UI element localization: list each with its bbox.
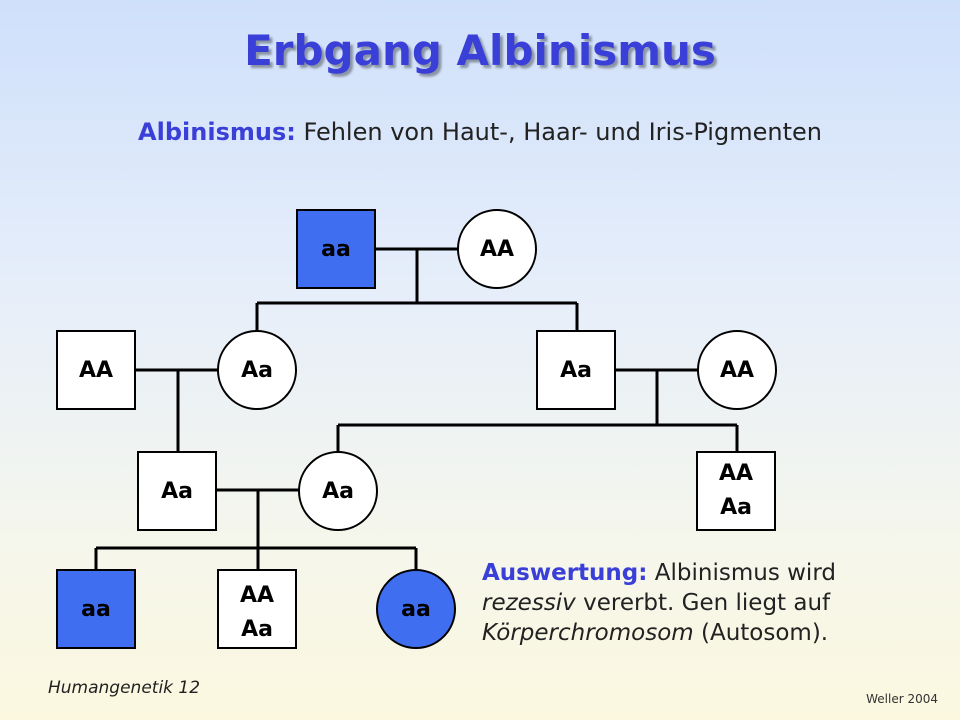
male-node xyxy=(137,451,217,531)
female-node xyxy=(298,451,378,531)
genotype-label: AA xyxy=(480,237,514,262)
evaluation-emphasis: Körperchromosom xyxy=(482,620,694,646)
genotype-label: Aa xyxy=(241,617,273,642)
genotype-label: Aa xyxy=(322,479,354,504)
genotype-label: AA xyxy=(719,461,753,486)
genotype-label: AA xyxy=(720,358,754,383)
genotype-label: Aa xyxy=(161,479,193,504)
evaluation-part: Albinismus wird xyxy=(647,560,836,586)
genotype-label: aa xyxy=(81,597,111,622)
male-node xyxy=(56,330,136,410)
footer-course: Humangenetik 12 xyxy=(48,678,201,698)
page-title: Erbgang Albinismus xyxy=(244,26,716,75)
evaluation-part: vererbt. Gen liegt auf xyxy=(575,590,831,616)
evaluation-part: (Autosom). xyxy=(693,620,829,646)
female-node xyxy=(217,330,297,410)
genotype-label: Aa xyxy=(560,358,592,383)
male-node xyxy=(696,451,776,531)
genotype-label: aa xyxy=(321,237,351,262)
genotype-label: Aa xyxy=(720,495,752,520)
female-node xyxy=(457,209,537,289)
female-node xyxy=(697,330,777,410)
male-node xyxy=(536,330,616,410)
male-node xyxy=(217,569,297,649)
genotype-label: Aa xyxy=(241,358,273,383)
affected-male-node xyxy=(296,209,376,289)
subtitle-key: Albinismus: xyxy=(138,118,296,146)
affected-male-node xyxy=(56,569,136,649)
genotype-label: AA xyxy=(79,358,113,383)
affected-female-node xyxy=(376,569,456,649)
evaluation-text: Auswertung: Albinismus wird rezessiv ver… xyxy=(482,558,922,648)
genotype-label: AA xyxy=(240,583,274,608)
footer-author: Weller 2004 xyxy=(866,692,938,706)
subtitle: Albinismus: Fehlen von Haut-, Haar- und … xyxy=(0,118,960,146)
evaluation-key: Auswertung: xyxy=(482,560,648,586)
subtitle-text: Fehlen von Haut-, Haar- und Iris-Pigment… xyxy=(295,118,822,146)
genotype-label: aa xyxy=(401,597,431,622)
pedigree-lines xyxy=(94,247,739,570)
evaluation-emphasis: rezessiv xyxy=(482,590,576,616)
